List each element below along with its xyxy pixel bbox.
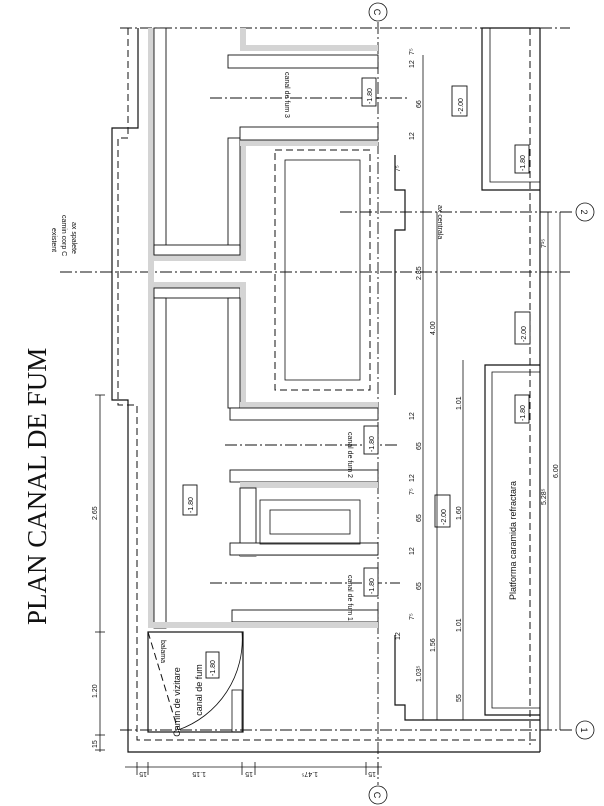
channel-walls [148, 27, 540, 721]
svg-text:12: 12 [409, 412, 416, 420]
svg-text:65: 65 [416, 442, 423, 450]
ax-spalete-note: ax spalete camin corp C existent [50, 215, 77, 256]
svg-text:camin corp C: camin corp C [60, 215, 67, 256]
svg-text:C: C [372, 9, 382, 16]
canal-3-label: canal de fum 3 [283, 72, 290, 118]
svg-text:1.03⁵: 1.03⁵ [416, 665, 423, 682]
svg-text:12: 12 [409, 60, 416, 68]
grid-marker-c-top: C [368, 2, 388, 22]
svg-text:7⁵: 7⁵ [395, 165, 402, 172]
svg-text:existent: existent [50, 228, 57, 252]
svg-text:Platforma caramida refractara: Platforma caramida refractara [508, 481, 518, 600]
camin-room: balama Camin de vizitare canal de fum -1… [147, 631, 244, 737]
svg-text:4.00: 4.00 [430, 321, 437, 335]
svg-text:canal de fum: canal de fum [194, 664, 204, 716]
svg-text:2.85: 2.85 [416, 266, 423, 280]
svg-text:1.56: 1.56 [430, 638, 437, 652]
svg-text:1.47⁵: 1.47⁵ [301, 770, 318, 777]
platform: Platforma caramida refractara [481, 27, 540, 716]
svg-text:15: 15 [368, 770, 376, 777]
svg-text:-1.80: -1.80 [367, 88, 374, 104]
svg-text:7⁵: 7⁵ [409, 488, 416, 495]
svg-text:-2.00: -2.00 [441, 509, 448, 525]
svg-text:-1.80: -1.80 [210, 660, 217, 676]
svg-text:15: 15 [92, 740, 99, 748]
svg-text:66: 66 [416, 100, 423, 108]
svg-text:12: 12 [409, 132, 416, 140]
bottom-dimensions: 15 1.15 15 1.47⁵ 15 [125, 762, 382, 777]
svg-text:1.60: 1.60 [456, 506, 463, 520]
svg-text:Camin de vizitare: Camin de vizitare [172, 667, 182, 737]
svg-text:2: 2 [579, 209, 589, 214]
svg-text:5.28⁵: 5.28⁵ [541, 488, 548, 505]
svg-text:65: 65 [416, 514, 423, 522]
svg-text:1.20: 1.20 [92, 684, 99, 698]
level-tags: -1.80 -1.80 -1.80 -1.80 -2.00 -1.80 -2.0… [182, 77, 531, 597]
svg-text:12: 12 [409, 474, 416, 482]
svg-text:balama: balama [159, 640, 166, 663]
svg-text:65: 65 [416, 582, 423, 590]
svg-text:-2.00: -2.00 [458, 98, 465, 114]
svg-text:15: 15 [245, 770, 253, 777]
svg-text:1.01: 1.01 [456, 396, 463, 410]
svg-text:12: 12 [395, 632, 402, 640]
svg-text:2.65: 2.65 [92, 506, 99, 520]
column-dimensions: 66 2.85 4.00 1.01 65 1.60 65 65 1.01 1.5… [416, 55, 464, 720]
svg-text:7⁵: 7⁵ [409, 613, 416, 620]
canal-2-label: canal de fum 2 [346, 432, 353, 478]
svg-text:-1.80: -1.80 [188, 497, 195, 513]
svg-text:55: 55 [456, 694, 463, 702]
svg-text:-1.80: -1.80 [369, 436, 376, 452]
svg-text:ax spalete: ax spalete [70, 222, 77, 254]
svg-text:6.00: 6.00 [553, 464, 560, 478]
small-dimensions: 12 7⁵ 12 7⁵ 12 12 7⁵ 12 7⁵ 12 [395, 48, 416, 640]
grid-marker-1: 1 [575, 720, 595, 740]
plan-title: PLAN CANAL DE FUM [22, 348, 52, 625]
svg-text:1: 1 [579, 727, 589, 732]
ax-centrala-note: ax centrala [436, 205, 443, 239]
svg-text:7⁵: 7⁵ [409, 48, 416, 55]
svg-text:-1.80: -1.80 [520, 405, 527, 421]
svg-text:-2.00: -2.00 [521, 326, 528, 342]
canal-1-label: canal de fum 1 [346, 575, 353, 621]
overall-dimensions: 7¹⁵ 5.28⁵ 6.00 [541, 212, 561, 730]
svg-text:7¹⁵: 7¹⁵ [541, 239, 548, 248]
svg-text:1.01: 1.01 [456, 618, 463, 632]
svg-text:12: 12 [409, 547, 416, 555]
svg-text:1.15: 1.15 [192, 770, 206, 777]
svg-text:-1.80: -1.80 [520, 155, 527, 171]
left-dimensions: 2.65 1.20 15 [92, 394, 105, 752]
svg-text:C: C [372, 792, 382, 799]
outer-walls [111, 28, 541, 753]
grid-marker-2: 2 [575, 202, 595, 222]
grid-marker-c-bottom: C [368, 785, 388, 805]
svg-text:15: 15 [139, 770, 147, 777]
svg-text:-1.80: -1.80 [369, 578, 376, 594]
